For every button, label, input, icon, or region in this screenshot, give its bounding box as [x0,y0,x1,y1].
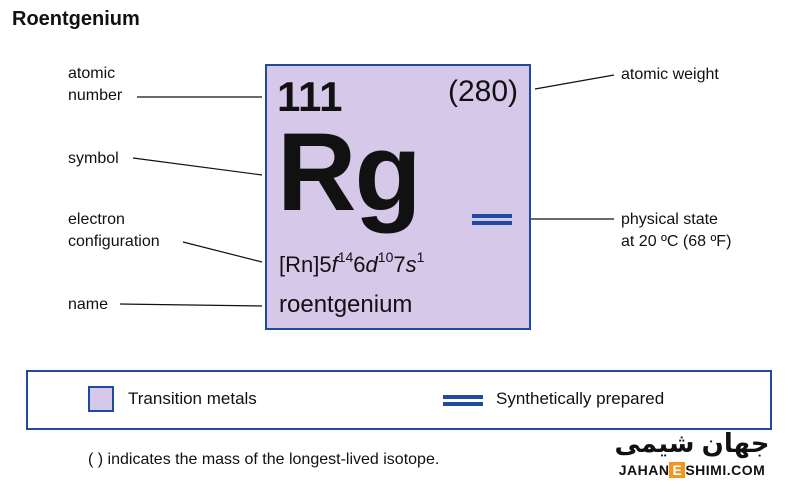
config-f: f [331,252,338,277]
element-name: roentgenium [279,291,413,318]
legend-category-label: Transition metals [128,389,257,408]
callout-name: name [68,296,109,313]
page-title: Roentgenium [12,8,140,30]
atomic-number: 111 [277,73,343,120]
leader-name [119,303,263,307]
footnote: ( ) indicates the mass of the longest-li… [88,451,440,468]
element-tile [265,64,531,330]
electron-configuration: [Rn]5f146d107s1 [279,249,425,278]
callout-symbol: symbol [68,150,119,167]
logo-english-left: JAHAN [618,462,670,478]
config-s-exp: 1 [416,249,425,265]
callout-physical-state: physical state at 20 ºC (68 ºF) [621,209,731,253]
config-s: s [405,252,417,277]
config-7: 7 [393,252,406,277]
config-core: [Rn]5 [279,252,332,277]
callout-physical-state-line1: physical state [621,211,718,228]
element-symbol: Rg [277,111,422,234]
callout-atomic-number-line2: number [68,87,123,104]
leader-atomic-weight [534,74,615,90]
config-f-exp: 14 [337,249,354,265]
leader-symbol [132,157,263,176]
legend-box [26,370,772,430]
callout-electron-config-line2: configuration [68,233,160,250]
callout-atomic-number-line1: atomic [68,65,116,82]
atomic-weight: (280) [448,75,519,108]
callout-physical-state-line2: at 20 ºC (68 ºF) [621,233,732,250]
synthetic-state-icon [472,214,512,226]
config-d-exp: 10 [377,249,394,265]
logo-english-e: E [669,462,686,478]
callout-electron-configuration: electron configuration [68,209,160,253]
legend-synthetic-icon [443,395,483,407]
transition-metals-swatch-icon [88,386,114,412]
logo-persian-text: جهان شیمی [614,428,770,458]
callout-electron-config-line1: electron [68,211,125,228]
config-6: 6 [353,252,366,277]
legend-state-label: Synthetically prepared [496,389,665,408]
logo-english-right: SHIMI.COM [685,462,766,478]
callout-atomic-weight: atomic weight [621,66,719,83]
leader-electron-config [182,241,263,263]
callout-atomic-number: atomic number [68,63,122,107]
config-d: d [365,252,378,277]
